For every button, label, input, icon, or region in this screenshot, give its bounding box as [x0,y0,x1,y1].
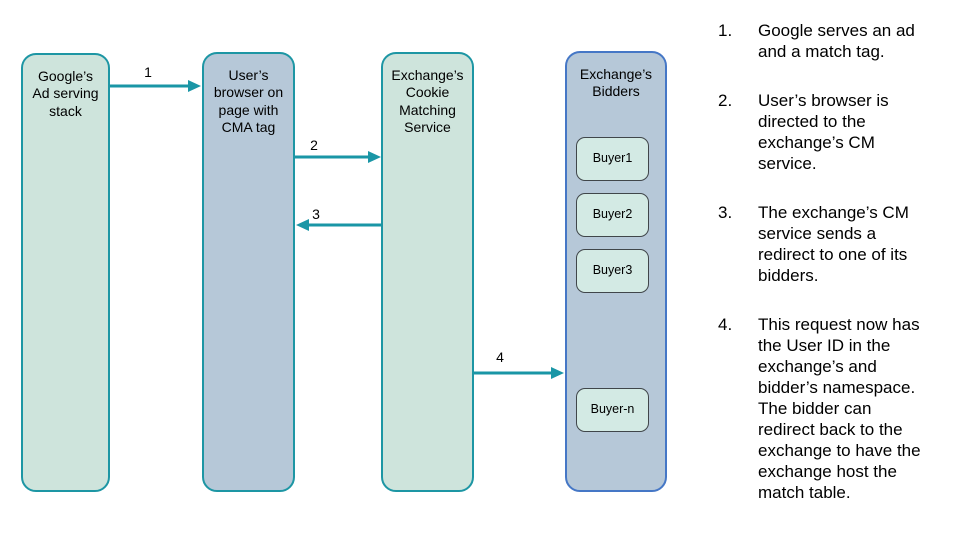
buyer-n-label: Buyer-n [590,402,635,417]
arrow-3-number: 3 [312,206,320,222]
arrow-1-number: 1 [144,64,152,80]
step-2-number: 2. [718,91,733,110]
arrow-4-right [473,367,564,379]
step-item-4: 4. This request now has the User ID in t… [718,314,958,503]
node-google-ad-serving-stack: Google’s Ad serving stack [21,53,110,492]
arrow-4-number: 4 [496,349,504,365]
step-item-1: 1. Google serves an ad and a match tag. [718,20,958,62]
step-4-number: 4. [718,315,733,334]
buyer-2-box: Buyer2 [576,193,649,237]
buyer-1-label: Buyer1 [592,151,633,166]
step-3-number: 3. [718,203,733,222]
step-1-number: 1. [718,21,733,40]
node-browser-label: User’s browser on page with CMA tag [213,67,284,136]
step-item-3: 3. The exchange’s CM service sends a red… [718,202,958,286]
buyer-n-box: Buyer-n [576,388,649,432]
step-3-text: The exchange’s CM service sends a redire… [758,203,909,285]
node-cms-label: Exchange’s Cookie Matching Service [391,67,464,136]
step-4-text: This request now has the User ID in the … [758,315,921,502]
step-item-2: 2. User’s browser is directed to the exc… [718,90,958,174]
buyer-3-box: Buyer3 [576,249,649,293]
step-1-text: Google serves an ad and a match tag. [758,21,915,61]
buyer-1-box: Buyer1 [576,137,649,181]
buyer-3-label: Buyer3 [592,263,633,278]
step-2-text: User’s browser is directed to the exchan… [758,91,889,173]
node-bidders-label: Exchange’s Bidders [579,66,653,100]
node-exchange-bidders: Exchange’s Bidders Buyer1 Buyer2 Buyer3 … [565,51,667,492]
arrow-2-number: 2 [310,137,318,153]
node-google-label: Google’s Ad serving stack [32,68,99,119]
numbered-steps-list: 1. Google serves an ad and a match tag. … [718,20,958,531]
node-cookie-matching-service: Exchange’s Cookie Matching Service [381,52,474,492]
arrow-1-right [110,80,201,92]
node-user-browser: User’s browser on page with CMA tag [202,52,295,492]
buyer-2-label: Buyer2 [592,207,633,222]
